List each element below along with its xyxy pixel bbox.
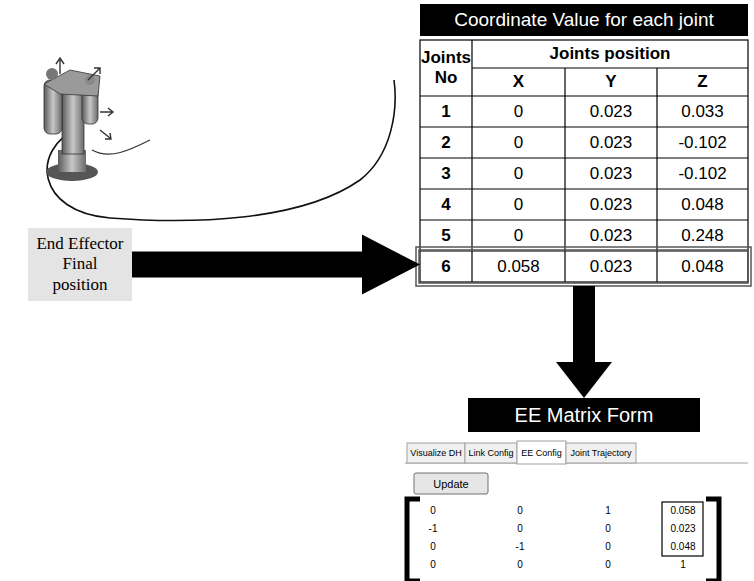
table-header: Z xyxy=(697,72,707,92)
arrow-shaft xyxy=(132,252,363,278)
matrix-value: 0 xyxy=(430,505,436,517)
table-cell: 0 xyxy=(514,102,523,122)
arrow-head xyxy=(556,362,612,398)
matrix-value: 0.023 xyxy=(670,523,695,535)
matrix-value: 0.058 xyxy=(670,505,695,517)
matrix-value: 0 xyxy=(605,523,611,535)
table-cell: 0.248 xyxy=(681,226,724,246)
table-cell: 0 xyxy=(514,195,523,215)
table-cell: 0.023 xyxy=(590,257,633,277)
table-title: Coordinate Value for each joint xyxy=(420,4,748,36)
matrix-value: 1 xyxy=(605,505,611,517)
node-text: EE Matrix Form xyxy=(515,403,654,427)
table-header: Y xyxy=(605,72,616,92)
label-box: End Effector Final position xyxy=(28,228,132,301)
table-cell: 0 xyxy=(514,164,523,184)
table-cell: -0.102 xyxy=(678,164,726,184)
matrix-value: 0 xyxy=(430,559,436,571)
matrix-bracket-right xyxy=(706,499,719,581)
tab-label: Link Config xyxy=(468,448,513,458)
node-text: End Effector Final position xyxy=(34,234,126,295)
joint-number: 6 xyxy=(441,257,450,277)
robot-illustration xyxy=(44,58,113,181)
table-cell: 0 xyxy=(514,226,523,246)
matrix-value: -1 xyxy=(429,523,438,535)
joint-number: 1 xyxy=(441,102,450,122)
matrix-value: 0 xyxy=(517,523,523,535)
table-cell: 0.023 xyxy=(590,164,633,184)
matrix-value: 0 xyxy=(605,541,611,553)
joint-number: 4 xyxy=(441,195,450,215)
table-header: Joints position xyxy=(550,44,671,64)
matrix-value: 1 xyxy=(680,559,686,571)
screenshot-panel xyxy=(405,440,748,581)
table-cell: 0.023 xyxy=(590,102,633,122)
table-cell: 0.023 xyxy=(590,133,633,153)
tab-label: Joint Trajectory xyxy=(570,448,631,458)
matrix-value: 0 xyxy=(430,541,436,553)
joint-number: 2 xyxy=(441,133,450,153)
tab-label: EE Config xyxy=(521,448,562,458)
matrix-value: 0 xyxy=(517,505,523,517)
header-band: EE Matrix Form xyxy=(468,398,700,432)
joint-number: 5 xyxy=(441,226,450,246)
table-cell: 0.048 xyxy=(681,195,724,215)
table-cell: 0 xyxy=(514,133,523,153)
matrix-value: 0 xyxy=(605,559,611,571)
button-label: Update xyxy=(433,477,468,490)
arrow-shaft xyxy=(573,286,595,363)
block-arrow xyxy=(556,286,612,398)
table-cell: 0.023 xyxy=(590,226,633,246)
table-cell: 0.058 xyxy=(497,257,540,277)
matrix-value: 0 xyxy=(517,559,523,571)
matrix-value: 0.048 xyxy=(670,541,695,553)
joint-number: 3 xyxy=(441,164,450,184)
table-cell: 0.023 xyxy=(590,195,633,215)
trajectory-curve xyxy=(47,80,395,221)
matrix-bracket-left xyxy=(407,499,420,581)
block-arrow xyxy=(132,235,420,295)
table-header: Joints No xyxy=(420,48,472,87)
table-header: X xyxy=(513,72,524,92)
arrow-head xyxy=(362,235,420,295)
matrix-value: -1 xyxy=(516,541,525,553)
table-cell: 0.048 xyxy=(681,257,724,277)
table-cell: 0.033 xyxy=(681,102,724,122)
trajectory-link xyxy=(92,140,150,154)
table-grid xyxy=(420,40,748,282)
row-highlight xyxy=(416,247,751,286)
tab-label: Visualize DH xyxy=(410,448,461,458)
table-cell: -0.102 xyxy=(678,133,726,153)
